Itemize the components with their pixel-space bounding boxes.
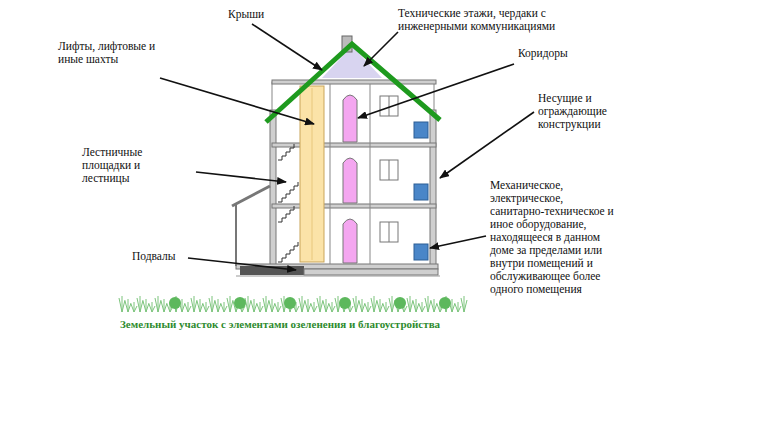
grass-tuft: [365, 302, 371, 312]
roof-label: Крыши: [228, 8, 264, 21]
elevator-shaft: [312, 88, 313, 260]
grass-tuft: [455, 302, 461, 312]
grass-tuft: [143, 299, 149, 312]
grass-bush: [439, 297, 451, 309]
right-wall: [430, 110, 436, 268]
partition: [370, 84, 371, 264]
grass-tuft: [413, 299, 419, 312]
grass-tuft: [377, 299, 383, 312]
leader-arrow: [160, 78, 314, 124]
grass-tuft: [311, 302, 317, 312]
elevator-label: Лифты, лифтовые и иные шахты: [58, 40, 168, 66]
grass-tuft: [185, 302, 191, 312]
grass-tuft: [137, 296, 143, 312]
grass-tuft: [269, 299, 275, 312]
radiator: [414, 244, 428, 260]
grass-tuft: [221, 302, 227, 312]
grass-tuft: [359, 299, 365, 312]
grass-tuft: [161, 299, 167, 312]
grass-tuft: [371, 296, 377, 312]
radiator: [414, 122, 428, 138]
grass-tuft: [305, 299, 311, 312]
grass-tuft: [251, 299, 257, 312]
window: [389, 96, 390, 116]
leader-arrow: [430, 236, 486, 248]
window: [380, 96, 398, 116]
stairs: [278, 144, 298, 262]
equipment-label: Механическое, электрическое, санитарно-т…: [490, 179, 618, 296]
roof: [266, 44, 440, 122]
grass-tuft: [329, 302, 335, 312]
grass-tuft: [197, 299, 203, 312]
radiator: [414, 184, 428, 200]
grass: [119, 296, 467, 312]
grass-tuft: [263, 296, 269, 312]
window: [380, 222, 398, 242]
grass-tuft: [317, 296, 323, 312]
grass-tuft: [125, 299, 131, 312]
floor-slab: [272, 80, 436, 84]
grass-tuft: [323, 299, 329, 312]
window: [389, 222, 390, 242]
leader-arrow: [440, 112, 534, 178]
floor-slab: [272, 204, 436, 208]
grass-tuft: [203, 302, 209, 312]
grass-tuft: [299, 296, 305, 312]
porch-canopy: [232, 186, 270, 206]
window: [380, 160, 398, 180]
leader-arrow: [364, 32, 398, 66]
stairs-label: Лестничные площадки и лестницы: [82, 146, 182, 185]
attic-label: Технические этажи, чердаки с инженерными…: [398, 7, 568, 33]
elevator-shaft: [300, 86, 324, 262]
leader-arrow: [188, 258, 296, 270]
porch-post: [235, 205, 237, 266]
corridor-door: [343, 95, 357, 142]
leader-arrow: [196, 172, 286, 182]
structure-label: Несущие и ограждающие конструкции: [538, 92, 628, 131]
corridor-label: Коридоры: [518, 47, 568, 60]
foundation: [304, 269, 438, 275]
leader-arrow: [252, 24, 322, 70]
grass-tuft: [431, 299, 437, 312]
grass-bush: [394, 297, 406, 309]
window: [389, 160, 390, 180]
grass-tuft: [275, 302, 281, 312]
grass-tuft: [419, 302, 425, 312]
grass-tuft: [215, 299, 221, 312]
grass-tuft: [383, 302, 389, 312]
grass-tuft: [353, 296, 359, 312]
grass-tuft: [425, 296, 431, 312]
grass-tuft: [131, 302, 137, 312]
grass-tuft: [155, 296, 161, 312]
grass-tuft: [227, 296, 233, 312]
grass-tuft: [191, 296, 197, 312]
floor-slab: [272, 143, 436, 147]
grass-bush: [169, 297, 181, 309]
basement-label: Подвалы: [132, 250, 176, 263]
grass-tuft: [257, 302, 263, 312]
grass-bush: [339, 297, 351, 309]
left-wall: [270, 110, 276, 268]
grass-bush: [284, 297, 296, 309]
land-plot-caption: Земельный участок с элементами озеленени…: [120, 318, 440, 331]
building-body: [272, 82, 434, 268]
grass-tuft: [149, 302, 155, 312]
grass-tuft: [209, 296, 215, 312]
grass-tuft: [461, 296, 467, 312]
corridor-door: [343, 219, 357, 263]
partition: [330, 84, 331, 264]
grass-tuft: [119, 296, 125, 312]
ground-line: [236, 276, 440, 277]
grass-bush: [234, 297, 246, 309]
leader-arrow: [358, 64, 514, 118]
grass-tuft: [407, 296, 413, 312]
corridor-door: [343, 158, 357, 203]
